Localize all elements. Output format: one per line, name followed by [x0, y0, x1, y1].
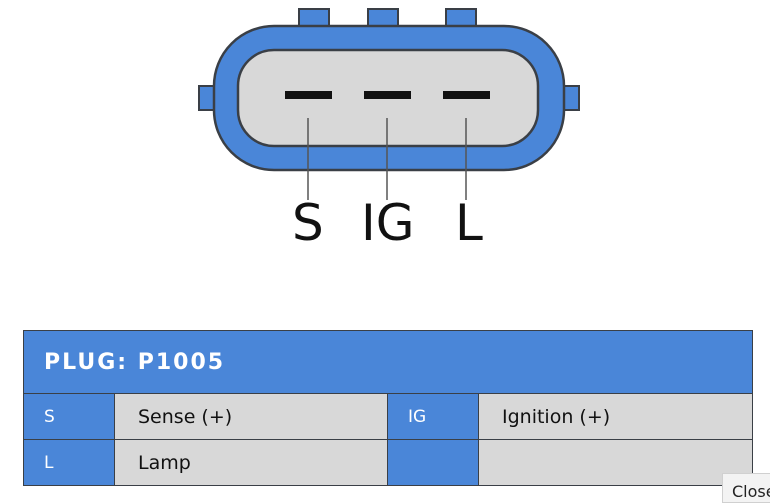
pinout-table: PLUG: P1005 S Sense (+) IG Ignition (+) … [23, 330, 753, 486]
pin-label-l: L [455, 194, 483, 252]
pin-description-cell: Ignition (+) [478, 394, 752, 439]
close-button[interactable]: Close [722, 473, 770, 503]
pin-slot-l [443, 91, 490, 99]
pin-slot-ig [364, 91, 411, 99]
pin-code-cell: L [24, 440, 114, 485]
pin-label-s: S [292, 194, 324, 252]
pin-code-cell: IG [387, 394, 478, 439]
pin-slot-s [285, 91, 332, 99]
plug-header: PLUG: P1005 [24, 331, 752, 394]
pin-description-cell [478, 440, 752, 485]
connector-diagram [198, 8, 580, 200]
pin-code-cell: S [24, 394, 114, 439]
pin-code-cell [387, 440, 478, 485]
table-row: L Lamp [24, 439, 752, 485]
pin-description-cell: Lamp [114, 440, 387, 485]
pin-label-ig: IG [361, 194, 415, 252]
table-row: S Sense (+) IG Ignition (+) [24, 394, 752, 439]
pin-description-cell: Sense (+) [114, 394, 387, 439]
